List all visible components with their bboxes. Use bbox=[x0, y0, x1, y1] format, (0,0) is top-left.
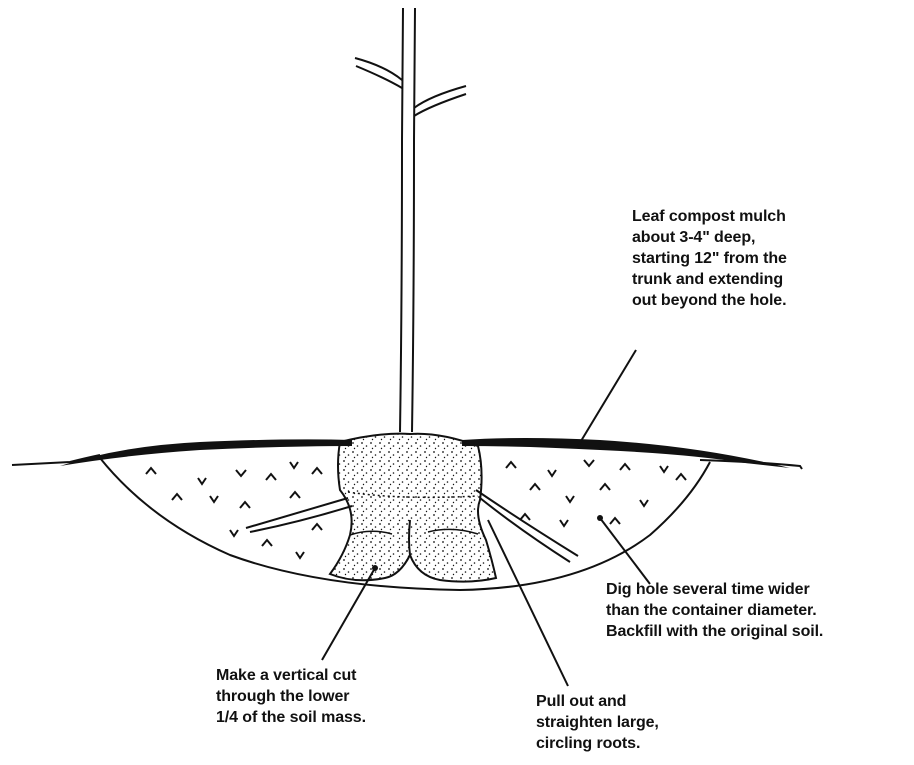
roots-annotation-line: straighten large, bbox=[536, 712, 659, 733]
cut-annotation-line: 1/4 of the soil mass. bbox=[216, 707, 366, 728]
root-ball bbox=[330, 434, 496, 582]
tree-branches bbox=[355, 58, 466, 116]
cut-leader-dot bbox=[372, 565, 378, 571]
roots-annotation-line: Pull out and bbox=[536, 691, 659, 712]
roots-annotation-line: circling roots. bbox=[536, 733, 659, 754]
mulch-annotation-line: Leaf compost mulch bbox=[632, 206, 787, 227]
cut-annotation-line: through the lower bbox=[216, 686, 366, 707]
hole-annotation: Dig hole several time wider than the con… bbox=[606, 579, 823, 642]
mulch-annotation-line: about 3-4" deep, bbox=[632, 227, 787, 248]
hole-annotation-line: than the container diameter. bbox=[606, 600, 823, 621]
roots-annotation: Pull out and straighten large, circling … bbox=[536, 691, 659, 754]
hole-annotation-line: Dig hole several time wider bbox=[606, 579, 823, 600]
tree-trunk bbox=[400, 8, 415, 432]
hole-annotation-line: Backfill with the original soil. bbox=[606, 621, 823, 642]
vertical-cut bbox=[409, 520, 410, 555]
mulch-annotation-line: out beyond the hole. bbox=[632, 290, 787, 311]
cut-annotation: Make a vertical cut through the lower 1/… bbox=[216, 665, 366, 728]
mulch-annotation-line: starting 12" from the bbox=[632, 248, 787, 269]
mulch-annotation: Leaf compost mulch about 3-4" deep, star… bbox=[632, 206, 787, 311]
backfill-leader-dot bbox=[597, 515, 603, 521]
mulch-annotation-line: trunk and extending bbox=[632, 269, 787, 290]
cut-annotation-line: Make a vertical cut bbox=[216, 665, 366, 686]
